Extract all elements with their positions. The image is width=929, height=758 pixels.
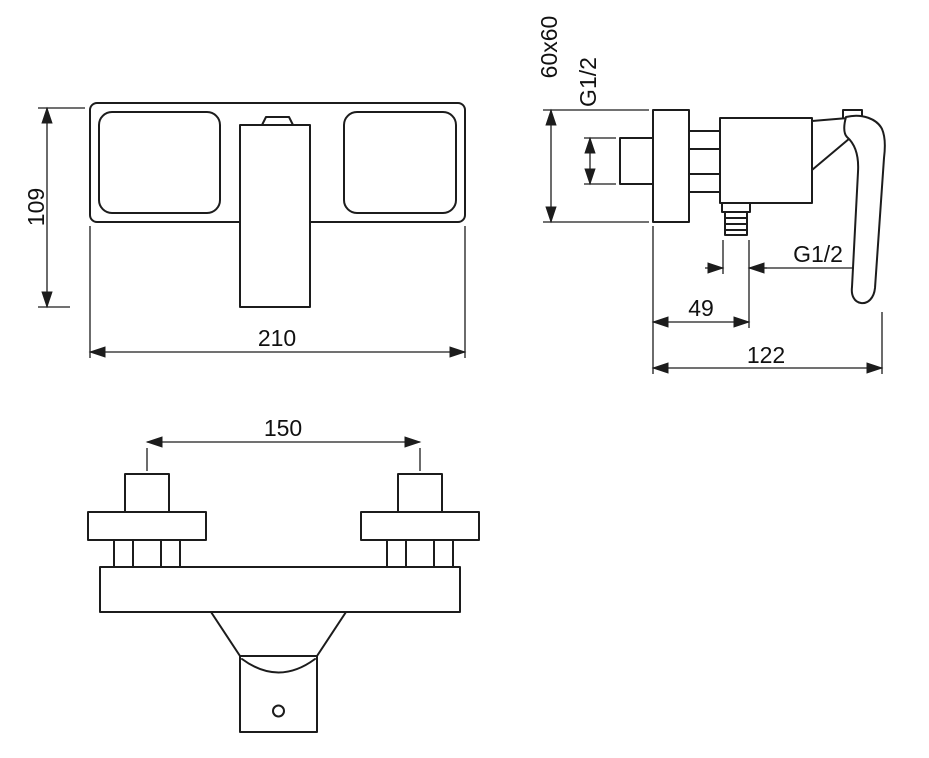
transition-edge bbox=[210, 611, 241, 657]
left-hex-nut-bottom bbox=[113, 539, 181, 568]
bottom-view bbox=[87, 473, 480, 733]
inlet-nipple-side bbox=[619, 137, 655, 185]
label-offset: 49 bbox=[688, 295, 714, 321]
wall-flange-side bbox=[652, 109, 690, 223]
side-view bbox=[619, 109, 886, 305]
right-inlet-square bbox=[397, 473, 443, 513]
right-escutcheon-front bbox=[343, 111, 457, 214]
dimension-labels: 109 210 60x60 G1/2 G1/2 49 122 150 bbox=[23, 16, 843, 441]
label-height: 109 bbox=[23, 188, 49, 226]
front-view bbox=[89, 102, 466, 308]
transition-edge bbox=[316, 611, 347, 657]
handle-front bbox=[239, 124, 311, 308]
handle-bottom bbox=[239, 655, 318, 733]
mixer-body-side bbox=[719, 117, 813, 204]
label-outlet-thread: G1/2 bbox=[793, 241, 843, 267]
left-inlet-square bbox=[124, 473, 170, 513]
lever-blade-side bbox=[843, 114, 886, 305]
front-view-dimensions bbox=[38, 106, 467, 358]
side-view-dimensions bbox=[543, 108, 884, 374]
label-depth: 122 bbox=[747, 342, 785, 368]
right-hex-nut-bottom bbox=[386, 539, 454, 568]
left-escutcheon-bottom bbox=[87, 511, 207, 541]
screw-hole bbox=[272, 704, 285, 718]
label-flange-size: 60x60 bbox=[536, 16, 562, 79]
bottom-view-dimensions bbox=[145, 436, 422, 471]
label-spacing: 150 bbox=[264, 415, 302, 441]
left-escutcheon-front bbox=[98, 111, 221, 214]
handle-top-button bbox=[261, 116, 294, 126]
label-width: 210 bbox=[258, 325, 296, 351]
body-bar-bottom bbox=[99, 566, 461, 613]
right-escutcheon-bottom bbox=[360, 511, 480, 541]
outlet-collar bbox=[721, 202, 751, 213]
hex-nut-side bbox=[688, 130, 721, 193]
spout-curve bbox=[241, 658, 316, 674]
label-inlet-thread: G1/2 bbox=[575, 57, 601, 107]
